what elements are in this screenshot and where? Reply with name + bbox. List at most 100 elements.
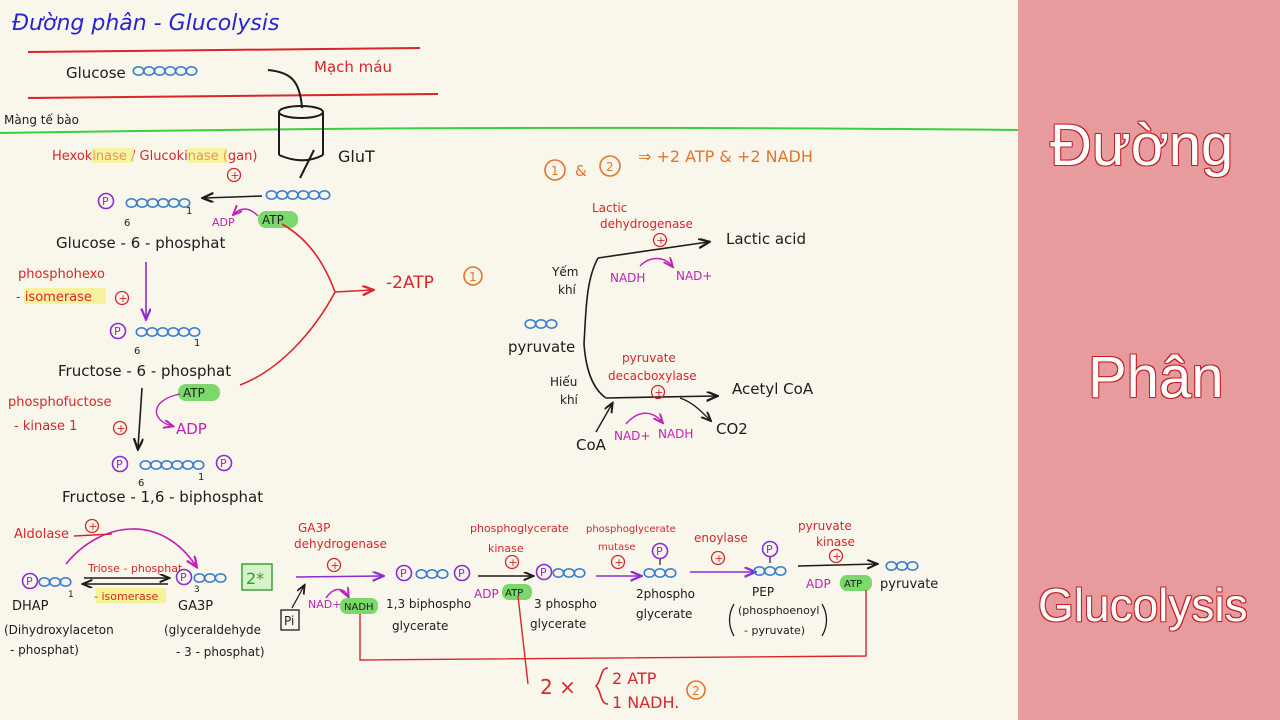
atp-2-highlight [178,384,220,401]
step-2-circle [686,680,706,700]
aldolase-link [73,533,113,537]
yield-atp: 2 ATP [612,669,657,688]
pk-arrow [797,564,876,566]
bpg13-phosphate-left-icon: P [395,564,413,582]
step-1-number: 1 [469,270,477,284]
pfk-label-1: phosphofuctose [8,395,111,410]
vessel-line-top [27,47,421,53]
f16bp-phosphate-left-icon: P [111,455,129,473]
f16bp-carbon-6: 6 [138,478,144,489]
f16bp-molecule [139,459,205,470]
atp-1-highlight [258,211,298,228]
dhap-full-name-2: - phosphat) [10,643,79,657]
enolase-activator-icon: + [710,550,726,566]
svg-text:+: + [230,169,239,182]
f6p-carbon-1: 1 [194,338,200,349]
ga3pdh-label-1: GA3P [298,521,330,535]
svg-text:+: + [508,556,517,569]
atp-3-highlight [502,584,532,600]
step-1-circle [463,266,483,286]
pk-activator-icon: + [828,548,844,564]
glucokinase-highlight [187,148,227,163]
f6p-phosphate-icon: P [109,322,127,340]
sidebar-word-duong: Đường [1049,112,1234,179]
bpg13-phosphate-right-icon: P [453,564,471,582]
bpg13-label-1: 1,3 biphospho [386,597,471,611]
pg3-label-2: glycerate [530,617,586,631]
nad-3-arrow [625,412,662,424]
pg2-label-2: glycerate [636,607,692,621]
pg3-molecule [552,567,586,578]
pgm-label-1: phosphoglycerate [586,524,676,535]
svg-text:+: + [116,422,125,435]
dhap-full-name-1: (Dihydroxylaceton [4,623,114,637]
glut-label: GluT [338,147,375,166]
yield-connector [517,595,529,685]
dhap-molecule [38,576,72,587]
phi-label-1: phosphohexo [18,267,105,282]
hexokinase-activator-icon: + [226,167,242,183]
branch-split [583,257,607,399]
pgm-label-2: mutase [598,542,636,553]
nad-1-arrow [325,590,348,599]
cell-membrane-label: Màng tế bào [4,113,79,127]
summary-step-2: 2 [606,160,614,174]
bpg13-molecule [415,568,449,579]
glucose-blood-label: Glucose [66,64,126,82]
bpg13-label-2: glycerate [392,619,448,633]
dhap-phosphate-icon: P [21,572,39,590]
pk-label-2: kinase [816,535,855,549]
yield-brace [594,667,609,705]
pep-molecule [753,565,787,576]
svg-text:+: + [654,386,663,399]
g6p-label: Glucose - 6 - phosphat [56,234,225,252]
step-2-number: 2 [692,684,700,698]
dhap-label: DHAP [12,599,49,614]
f6p-carbon-6: 6 [134,346,140,357]
pg2-phosphate-icon: P [651,542,669,560]
phi-label-2: - isomerase [16,290,92,305]
co2-label: CO2 [716,420,748,438]
pg3-label-1: 3 phospho [534,597,597,611]
atp-1-arrow [234,209,259,216]
yield-multiplier: 2 × [540,675,576,699]
svg-text:+: + [88,520,97,533]
atp-4-label: ATP [844,579,862,590]
coa-arrow [595,404,612,433]
svg-text:+: + [614,556,623,569]
nadh-3-label: NADH [658,427,693,441]
pfk-arrow [138,387,142,448]
pk-label-1: pyruvate [798,519,852,533]
g6p-carbon-1: 1 [186,206,192,217]
svg-text:P: P [400,567,407,580]
atp-4-highlight [840,575,872,591]
svg-text:+: + [330,559,339,572]
dhap-carbon-1: 1 [68,590,74,600]
f16bp-carbon-1: 1 [198,472,204,483]
summary-circle-1 [544,159,566,181]
pep-bracket-left [728,603,735,637]
pi-label: Pi [284,614,294,628]
ga3pdh-label-2: dehydrogenase [294,537,387,551]
sidebar-word-phan: Phân [1087,344,1224,411]
title-sidebar: Đường Phân Glucolysis [1018,0,1280,720]
pdc-arrow [605,396,716,398]
summary-circle-2 [599,155,621,177]
summary-step-1: 1 [551,164,559,178]
pdc-activator-icon: + [650,384,666,400]
times-two-box [241,563,273,591]
atp-3-label: ATP [505,588,523,599]
svg-text:P: P [458,567,465,580]
pfk-activator-icon: + [112,420,128,436]
atp-1-label: ATP [262,213,284,227]
pep-full-name-1: (phosphoenoyl [738,604,819,617]
aldolase-split-arrow [65,528,196,566]
coa-label: CoA [576,436,607,454]
ga3pdh-arrow [295,576,382,577]
pg3-phosphate-icon: P [535,563,553,581]
page-title: Đường phân - Glucolysis [12,11,279,36]
whiteboard: Đường phân - Glucolysis Glucose Mạch máu… [0,11,1019,712]
f6p-molecule [135,326,201,337]
ga3p-label: GA3P [178,599,213,614]
svg-text:P: P [656,545,663,558]
